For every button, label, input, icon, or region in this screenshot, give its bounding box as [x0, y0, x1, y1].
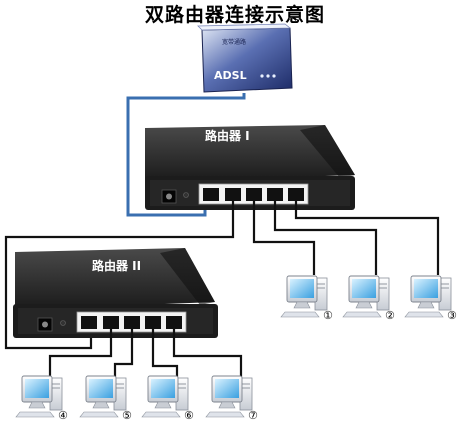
router1-reset-button	[183, 192, 189, 198]
router1-label: 路由器 I	[205, 128, 250, 143]
computer-2: ②	[342, 275, 395, 322]
computer-keyboard	[205, 411, 245, 418]
router2-to-pc7-cable	[172, 329, 243, 378]
router2-lan-port	[145, 316, 161, 329]
computer-screen	[25, 379, 49, 398]
router2-to-pc6-cable	[151, 329, 179, 378]
computer-5: ⑤	[79, 375, 132, 422]
router2-reset-button	[60, 320, 66, 326]
router1-lan-port	[246, 188, 262, 201]
computer-keyboard	[15, 411, 55, 418]
computer-7: ⑦	[205, 375, 258, 422]
computer-screen	[89, 379, 113, 398]
computer-screen	[151, 379, 175, 398]
router1-lan-port	[267, 188, 283, 201]
router2-to-pc4-cable	[48, 329, 113, 378]
computer-keyboard	[79, 411, 119, 418]
computer-number-label: ⑤	[122, 409, 132, 422]
computer-screen	[352, 279, 376, 298]
router1-lan-port	[288, 188, 304, 201]
computer-keyboard	[342, 311, 382, 318]
modem-brand-text: 宽带通路	[222, 38, 246, 46]
computer-3: ③	[404, 275, 457, 322]
router1-lan-port	[225, 188, 241, 201]
computer-screen	[215, 379, 239, 398]
computer-number-label: ②	[385, 309, 395, 322]
computer-1: ①	[280, 275, 333, 322]
computer-number-label: ⑥	[184, 409, 194, 422]
router1-wan-port	[203, 188, 219, 201]
router1-to-pc3-cable	[294, 201, 440, 275]
computer-6: ⑥	[141, 375, 194, 422]
router-1: 路由器 I	[145, 125, 355, 210]
router2-uplink-port	[81, 316, 97, 329]
router-2: 路由器 II	[13, 248, 218, 338]
computer-screen	[290, 279, 314, 298]
computer-keyboard	[280, 311, 320, 318]
computer-keyboard	[404, 311, 444, 318]
computer-screen	[414, 279, 438, 298]
adsl-modem: 宽带通路 ADSL	[197, 23, 293, 93]
computer-keyboard	[141, 411, 181, 418]
router1-to-pc2-cable	[273, 201, 378, 275]
router2-lan-port	[166, 316, 182, 329]
computer-number-label: ③	[447, 309, 457, 322]
router1-to-pc1-cable	[252, 201, 316, 275]
computers-group: ① ② ③ ④ ⑤ ⑥ ⑦	[15, 275, 457, 422]
router2-lan-port	[103, 316, 119, 329]
router2-lan-port	[124, 316, 140, 329]
computer-number-label: ④	[58, 409, 68, 422]
router2-label: 路由器 II	[92, 258, 141, 273]
computer-number-label: ⑦	[248, 409, 258, 422]
modem-label: ADSL	[214, 69, 247, 82]
computer-number-label: ①	[323, 309, 333, 322]
router1-to-router2-cable	[4, 201, 235, 350]
computer-4: ④	[15, 375, 68, 422]
router2-to-pc5-cable	[113, 329, 134, 378]
modem-to-router1-cable	[126, 93, 246, 217]
diagram-title: 双路由器连接示意图	[144, 4, 325, 26]
